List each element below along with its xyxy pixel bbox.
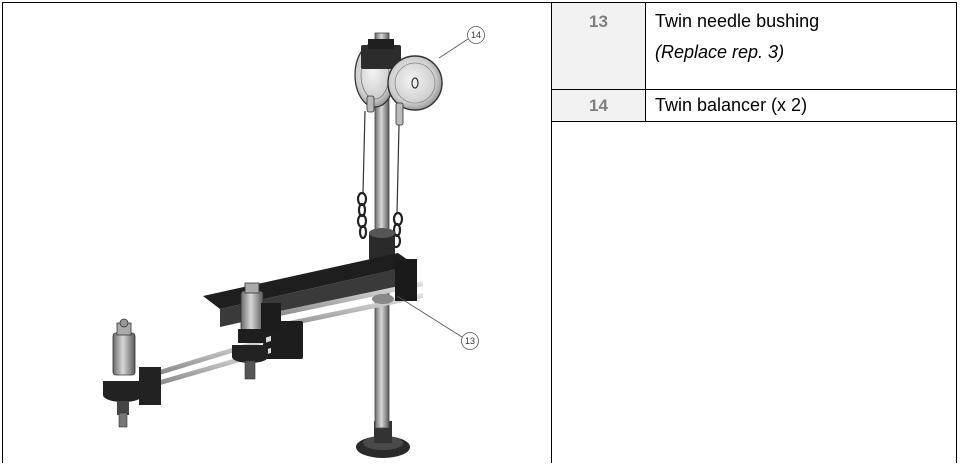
part-description: Twin needle bushing (Replace rep. 3)	[646, 3, 956, 89]
tool-holder-left	[103, 318, 143, 428]
callout-13-label: 13	[465, 336, 475, 346]
parts-table: 13 Twin needle bushing (Replace rep. 3) …	[552, 3, 956, 122]
column-divider	[551, 2, 552, 463]
callout-13: 13	[396, 295, 479, 350]
parts-row: 14 Twin balancer (x 2)	[552, 90, 956, 122]
part-note: (Replace rep. 3)	[655, 42, 785, 62]
chain-left	[356, 191, 368, 240]
parts-row: 13 Twin needle bushing (Replace rep. 3)	[552, 3, 956, 90]
twin-balancer	[354, 39, 443, 126]
balancer-arm-illustration: 14 13	[103, 26, 485, 458]
callout-14: 14	[438, 26, 485, 59]
part-name: Twin needle bushing	[655, 11, 820, 31]
part-name: Twin balancer (x 2)	[655, 95, 808, 115]
main-arm	[203, 253, 423, 335]
part-description: Twin balancer (x 2)	[646, 90, 956, 121]
figure-cell: 14 13	[3, 3, 551, 463]
part-number: 13	[552, 3, 646, 89]
part-number: 14	[552, 90, 646, 121]
tool-holder-right	[232, 282, 268, 380]
callout-14-label: 14	[471, 30, 481, 40]
document-frame	[2, 2, 957, 463]
